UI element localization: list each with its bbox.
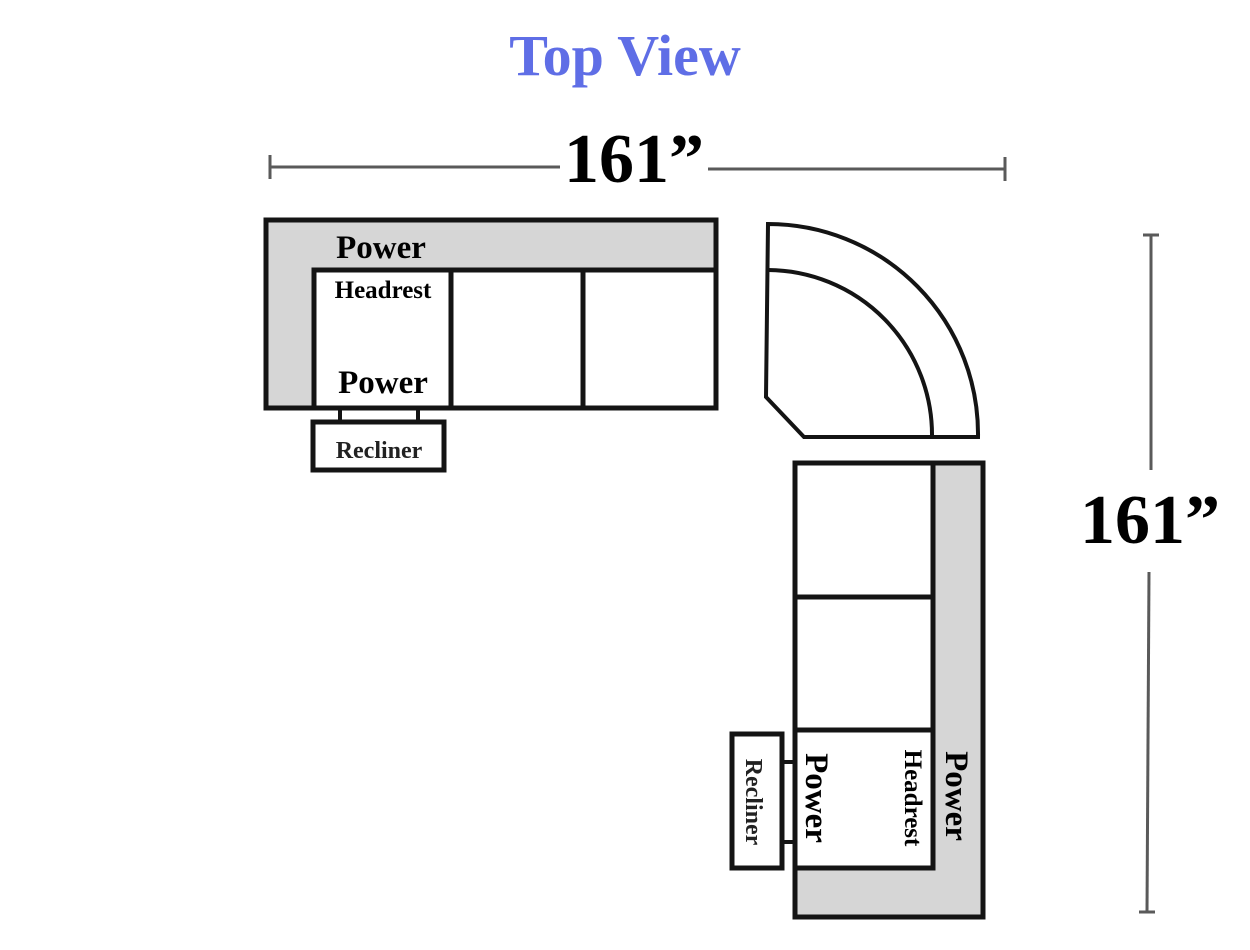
left-seat-end [580,267,719,411]
left-recliner-label: Recliner [336,438,423,464]
corner-wedge-outline [763,221,981,439]
right-back-label: Power [938,751,974,841]
diagram-title: Top View [509,23,741,88]
right-seat-middle [792,594,936,733]
width-dimension-label: 161” [564,121,704,198]
left-seat-power-label: Power [338,365,428,401]
depth-dimension-label: 161” [1080,482,1220,559]
left-recliner-footrest [310,419,447,473]
right-recliner-label: Recliner [740,759,766,846]
right-seat-power-label: Power [798,753,834,843]
corner-wedge-back-line [767,268,935,438]
left-back-label: Power [336,230,426,266]
left-power-seat [311,267,454,411]
right-sofa-section: Power Headrest Power Recliner [729,460,986,920]
left-seat-middle [448,267,586,411]
left-sofa-section: Power Headrest Power Recliner [263,217,719,473]
corner-wedge [763,221,981,439]
width-dimension: 161” [268,121,1007,198]
right-recliner-footrest [729,731,785,871]
depth-dimension: 161” [1080,233,1220,914]
right-power-seat [792,727,936,871]
right-seat-top [792,460,936,600]
right-seat-headrest-label: Headrest [899,750,926,847]
left-seat-headrest-label: Headrest [335,277,432,304]
depth-dimension-line-bottom [1145,571,1151,913]
